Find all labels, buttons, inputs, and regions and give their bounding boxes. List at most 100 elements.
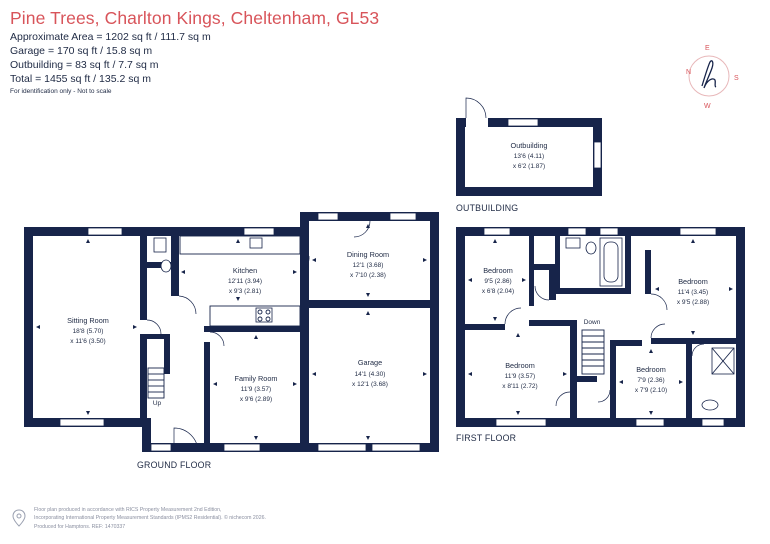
toilet bbox=[160, 259, 172, 273]
wall bbox=[529, 236, 534, 306]
compass-w: W bbox=[704, 103, 711, 110]
door-swing bbox=[650, 293, 668, 311]
wall bbox=[430, 212, 439, 452]
wall bbox=[140, 334, 170, 339]
wall bbox=[577, 376, 597, 382]
window bbox=[483, 227, 511, 236]
kitchen-counter bbox=[209, 305, 301, 327]
compass-s: S bbox=[734, 75, 739, 82]
door-swing bbox=[597, 389, 611, 403]
wall bbox=[616, 340, 642, 346]
room-dim2-bed4: x 7'9 (2.10) bbox=[635, 387, 667, 394]
window bbox=[701, 418, 725, 427]
window bbox=[87, 227, 123, 236]
wall bbox=[570, 326, 577, 420]
door-swing bbox=[209, 331, 225, 347]
footer-line-3: Produced for Hamptons. REF: 1470337 bbox=[34, 523, 126, 530]
room-dim2-sitting: x 11'6 (3.50) bbox=[70, 338, 105, 345]
disclaimer-note: For identification only - Not to scale bbox=[10, 88, 112, 95]
wall bbox=[300, 212, 309, 302]
wall bbox=[142, 418, 151, 452]
room-dim1-outbuilding: 13'6 (4.11) bbox=[514, 153, 544, 160]
wall bbox=[651, 338, 736, 344]
wall bbox=[140, 334, 147, 418]
room-name-bed4: Bedroom bbox=[636, 365, 666, 374]
outbuilding-plan bbox=[456, 97, 602, 196]
window bbox=[223, 443, 261, 452]
compass-e: E bbox=[705, 45, 710, 52]
room-name-bed1: Bedroom bbox=[483, 266, 513, 275]
wall bbox=[204, 326, 304, 332]
wall bbox=[204, 342, 210, 452]
hob bbox=[255, 307, 273, 323]
wall bbox=[300, 300, 439, 308]
compass-icon: N E S W bbox=[686, 45, 739, 110]
doorway bbox=[466, 117, 488, 128]
wall bbox=[164, 334, 170, 374]
door-swing bbox=[650, 323, 666, 339]
room-name-garage: Garage bbox=[358, 358, 382, 367]
wall bbox=[555, 288, 625, 294]
wall bbox=[140, 236, 147, 320]
room-dim2-kitchen: x 9'3 (2.81) bbox=[229, 288, 261, 295]
basin bbox=[701, 399, 719, 411]
room-dim1-sitting: 18'8 (5.70) bbox=[73, 328, 104, 335]
wall bbox=[300, 443, 439, 452]
window bbox=[599, 227, 619, 236]
room-dim2-bed1: x 6'8 (2.04) bbox=[482, 288, 514, 295]
room-name-outbuilding: Outbuilding bbox=[511, 141, 548, 150]
room-dim2-family: x 9'6 (2.89) bbox=[240, 396, 272, 403]
door-swing bbox=[534, 285, 550, 301]
basin bbox=[565, 237, 581, 249]
window bbox=[243, 227, 275, 236]
door-swing bbox=[178, 295, 197, 315]
wall bbox=[610, 340, 616, 420]
door-swing bbox=[504, 307, 522, 325]
window bbox=[150, 443, 172, 452]
wall bbox=[465, 324, 505, 330]
wall bbox=[686, 344, 692, 424]
room-dim1-bed2: 11'4 (3.45) bbox=[678, 289, 708, 296]
first-floor-label: FIRST FLOOR bbox=[456, 433, 517, 443]
wall bbox=[456, 187, 602, 196]
door-swing bbox=[353, 220, 371, 238]
stairs bbox=[147, 367, 165, 399]
window bbox=[495, 418, 547, 427]
window bbox=[59, 418, 105, 427]
wall bbox=[24, 227, 33, 427]
wall bbox=[645, 250, 651, 294]
room-dim1-family: 11'9 (3.57) bbox=[241, 386, 271, 393]
room-name-kitchen: Kitchen bbox=[233, 266, 257, 275]
wall bbox=[300, 212, 439, 221]
door-swing bbox=[146, 319, 162, 335]
room-dim2-bed3: x 8'11 (2.72) bbox=[502, 383, 537, 390]
wall bbox=[736, 227, 745, 427]
room-name-family: Family Room bbox=[235, 374, 278, 383]
wall bbox=[555, 236, 560, 292]
area-outbuilding: Outbuilding = 83 sq ft / 7.7 sq m bbox=[10, 59, 159, 71]
room-dim1-kitchen: 12'11 (3.94) bbox=[228, 278, 262, 285]
area-total: Total = 1455 sq ft / 135.2 sq m bbox=[10, 73, 151, 85]
room-dim1-bed1: 9'5 (2.86) bbox=[484, 278, 511, 285]
footer-line-2: Incorporating International Property Mea… bbox=[34, 515, 266, 522]
window bbox=[317, 443, 367, 452]
window bbox=[507, 118, 539, 127]
location-pin-icon bbox=[12, 509, 26, 527]
window bbox=[567, 227, 587, 236]
room-dim2-bed2: x 9'5 (2.88) bbox=[677, 299, 709, 306]
wall bbox=[549, 270, 556, 300]
door-swing bbox=[299, 255, 310, 273]
stairs bbox=[581, 329, 605, 375]
door-swing bbox=[465, 97, 487, 119]
window bbox=[389, 212, 417, 221]
wall bbox=[456, 418, 745, 427]
area-approximate: Approximate Area = 1202 sq ft / 111.7 sq… bbox=[10, 31, 211, 43]
room-dim1-dining: 12'1 (3.68) bbox=[353, 262, 384, 269]
wall bbox=[456, 227, 465, 427]
wall bbox=[176, 227, 306, 236]
wall bbox=[171, 236, 179, 296]
window bbox=[635, 418, 665, 427]
room-name-bed2: Bedroom bbox=[678, 277, 708, 286]
room-name-bed3: Bedroom bbox=[505, 361, 535, 370]
